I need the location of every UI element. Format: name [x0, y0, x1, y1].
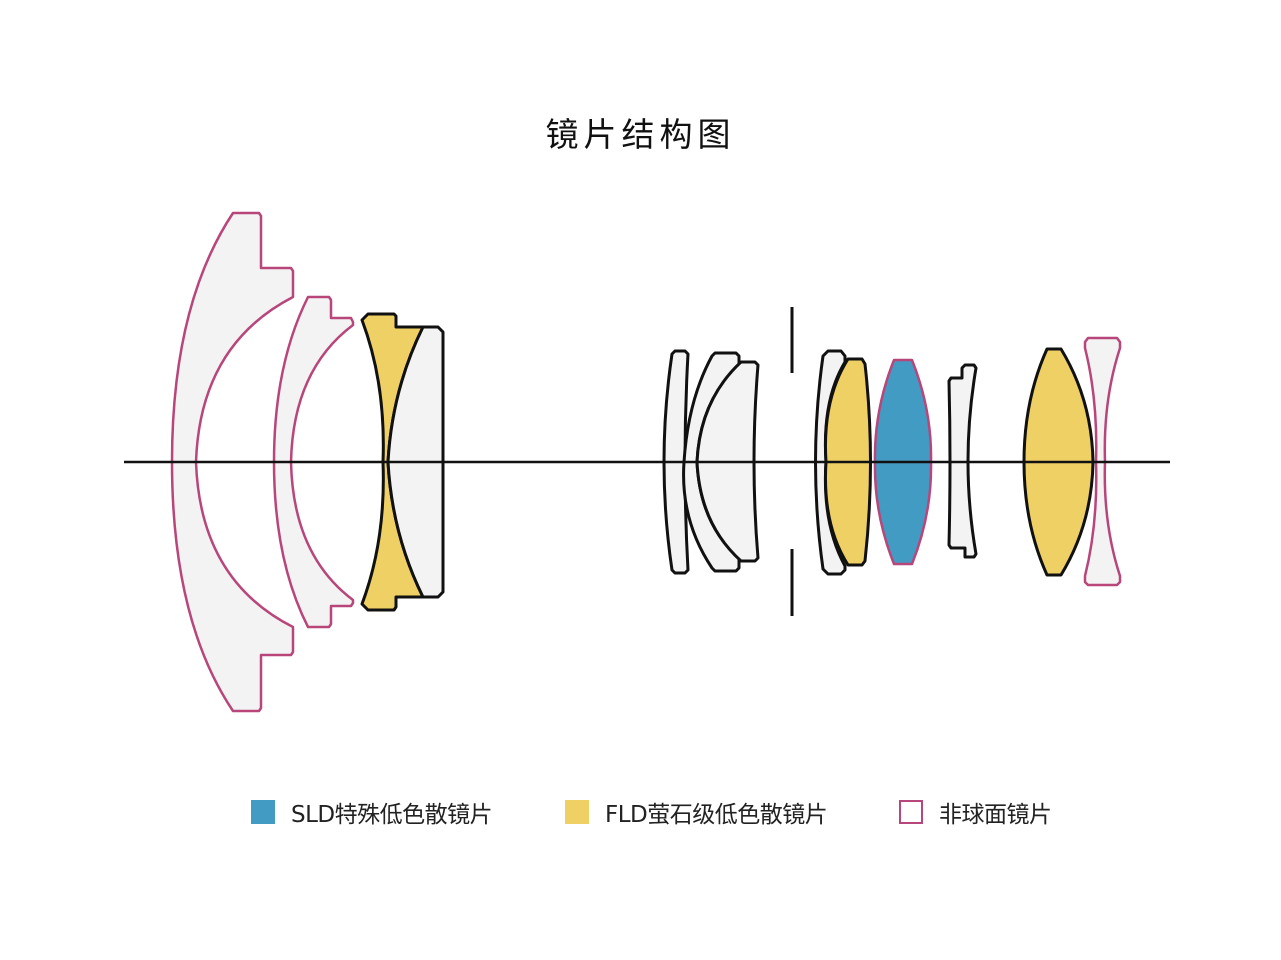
sld-swatch-icon — [251, 800, 275, 824]
aspherical-swatch-icon — [899, 800, 923, 824]
diagram-title: 镜片结构图 — [545, 115, 736, 154]
legend-item-fld: FLD萤石级低色散镜片 — [565, 795, 828, 829]
lens-element-2 — [272, 295, 355, 629]
fld-swatch-icon — [565, 800, 589, 824]
legend: SLD特殊低色散镜片 FLD萤石级低色散镜片 非球面镜片 — [0, 795, 1281, 829]
legend-label: SLD特殊低色散镜片 — [291, 802, 493, 828]
lens-element-1 — [170, 211, 295, 713]
legend-item-sld: SLD特殊低色散镜片 — [251, 795, 493, 829]
legend-label: 非球面镜片 — [939, 802, 1052, 828]
legend-label: FLD萤石级低色散镜片 — [605, 802, 828, 828]
legend-item-aspherical: 非球面镜片 — [899, 795, 1052, 829]
